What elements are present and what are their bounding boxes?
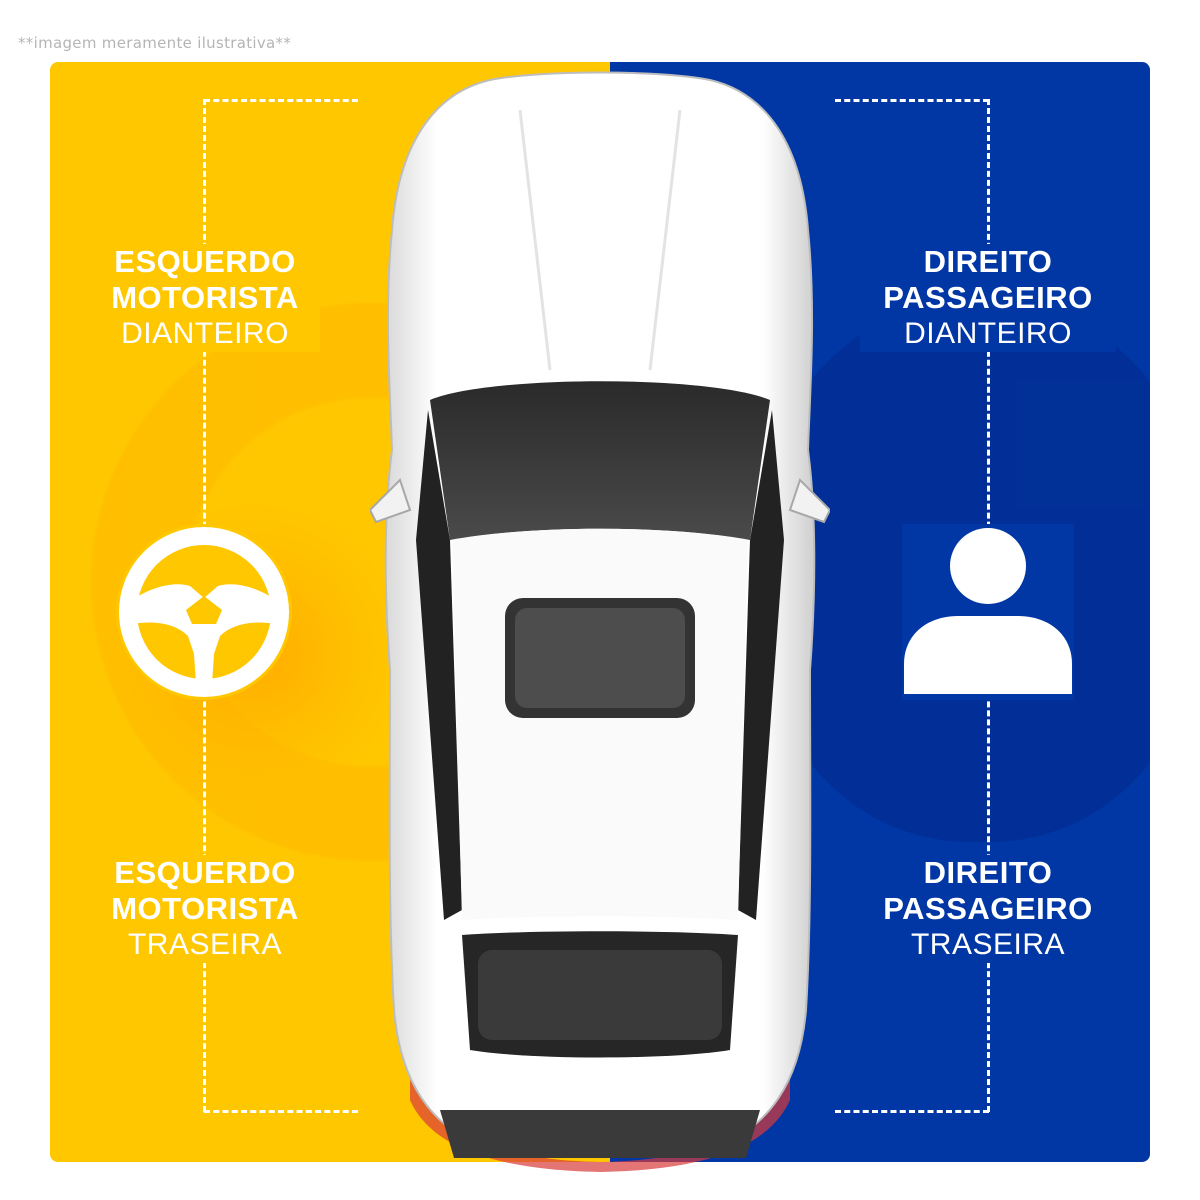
left-front-label: ESQUERDO MOTORISTA DIANTEIRO — [90, 244, 320, 352]
left-rear-position: TRASEIRA — [127, 928, 283, 961]
right-front-line1: DIREITO — [923, 244, 1053, 279]
right-rear-label: DIREITO PASSAGEIRO TRASEIRA — [860, 855, 1116, 963]
left-rear-label: ESQUERDO MOTORISTA TRASEIRA — [90, 855, 320, 963]
car-top-view-icon — [368, 70, 832, 1180]
left-front-line2: MOTORISTA — [111, 280, 299, 315]
right-rear-position: TRASEIRA — [910, 928, 1066, 961]
steering-wheel-icon — [116, 524, 292, 700]
left-front-line1: ESQUERDO — [114, 244, 296, 279]
right-bracket-top — [835, 99, 989, 102]
right-front-line2: PASSAGEIRO — [883, 280, 1093, 315]
right-bracket-bottom — [835, 1110, 989, 1113]
left-front-position: DIANTEIRO — [121, 317, 289, 350]
left-bracket-bottom — [204, 1110, 358, 1113]
disclaimer: **imagem meramente ilustrativa** — [18, 34, 292, 52]
right-rear-line1: DIREITO — [923, 855, 1053, 890]
right-front-position: DIANTEIRO — [904, 317, 1072, 350]
left-rear-line1: ESQUERDO — [114, 855, 296, 890]
right-rear-line2: PASSAGEIRO — [883, 891, 1093, 926]
left-rear-line2: MOTORISTA — [111, 891, 299, 926]
person-icon — [902, 524, 1074, 700]
diagram-panel: ESQUERDO MOTORISTA DIANTEIRO ESQUERDO MO… — [50, 62, 1150, 1162]
left-bracket-top — [204, 99, 358, 102]
right-front-label: DIREITO PASSAGEIRO DIANTEIRO — [860, 244, 1116, 352]
